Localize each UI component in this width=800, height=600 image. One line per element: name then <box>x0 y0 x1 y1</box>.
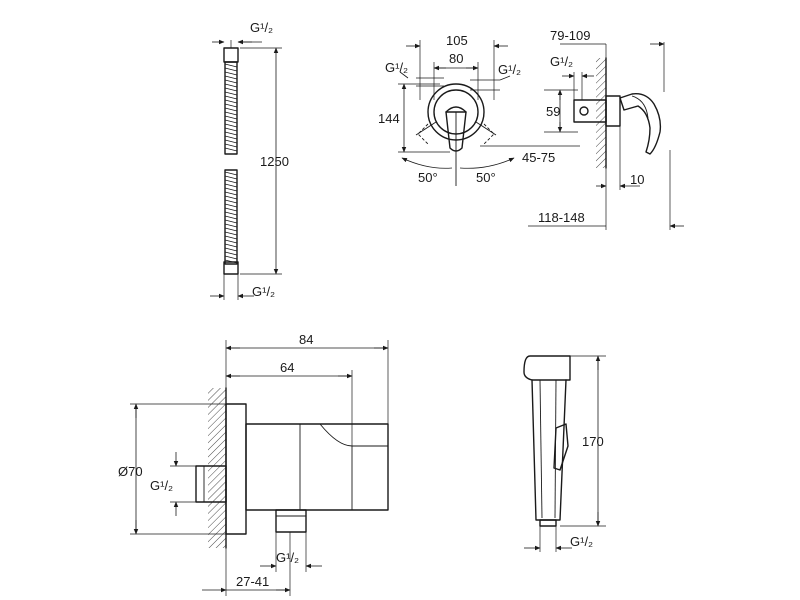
hose-coil-stroke <box>224 119 238 124</box>
hose-coil-stroke <box>224 95 238 100</box>
hose-coil-stroke <box>224 139 238 144</box>
side-depth-range-label: 79-109 <box>550 28 590 43</box>
hose-coil-stroke <box>224 171 238 176</box>
hose-coil-stroke <box>224 71 238 76</box>
hose-coil-stroke <box>224 203 238 208</box>
hose-coil-stroke <box>224 87 238 92</box>
hose-coil-stroke <box>224 135 238 140</box>
hose-coil-stroke <box>224 75 238 80</box>
hose-coil-stroke <box>224 183 238 188</box>
hose-coil-stroke <box>224 115 238 120</box>
hose-coil-pattern <box>224 63 238 264</box>
elbow-width-inner-label: 64 <box>280 360 294 375</box>
hose-coil-stroke <box>224 179 238 184</box>
hose-coil-stroke <box>224 211 238 216</box>
hose-coil-stroke <box>224 79 238 84</box>
mixer-width-inner-label: 80 <box>449 51 463 66</box>
hose-coil-stroke <box>224 123 238 128</box>
side-wall-hatch <box>596 58 606 168</box>
hose-coil-stroke <box>224 219 238 224</box>
hose-coil-stroke <box>224 255 238 260</box>
wall-elbow-drawing: 84 64 Ø70 G¹/₂ G¹/₂ 27-41 <box>118 332 389 596</box>
hose-drawing: G¹/₂ 1250 G¹/₂ <box>210 20 289 300</box>
hose-coil-stroke <box>224 175 238 180</box>
hose-length-label: 1250 <box>260 154 289 169</box>
hose-thread-bottom-label: G¹/₂ <box>252 284 275 299</box>
mixer-thread-left-label: G¹/₂ <box>385 60 408 75</box>
hose-coil-stroke <box>224 231 238 236</box>
hose-coil-stroke <box>224 227 238 232</box>
hose-coil-stroke <box>224 111 238 116</box>
hose-coil-stroke <box>224 223 238 228</box>
side-total-range-label: 118-148 <box>538 210 585 225</box>
side-height-label: 59 <box>546 104 560 119</box>
hose-coil-stroke <box>224 107 238 112</box>
hose-coil-stroke <box>224 187 238 192</box>
hose-coil-stroke <box>224 63 238 68</box>
elbow-wall-depth-label: 27-41 <box>236 574 269 589</box>
mixer-height-label: 144 <box>378 111 400 126</box>
elbow-wall-hatch <box>208 388 226 548</box>
hose-coil-stroke <box>224 191 238 196</box>
hose-coil-stroke <box>224 235 238 240</box>
side-thread-label: G¹/₂ <box>550 54 573 69</box>
handshower-thread-label: G¹/₂ <box>570 534 593 549</box>
hose-coil-stroke <box>224 131 238 136</box>
mixer-side-drawing: 79-109 G¹/₂ 59 10 118-148 <box>528 28 684 230</box>
mixer-angle-left-label: 50° <box>418 170 438 185</box>
mixer-depth-range-label: 45-75 <box>522 150 555 165</box>
hose-coil-stroke <box>224 215 238 220</box>
hose-coil-stroke <box>224 83 238 88</box>
elbow-width-outer-label: 84 <box>299 332 313 347</box>
hose-coil-stroke <box>224 247 238 252</box>
mixer-angle-right-label: 50° <box>476 170 496 185</box>
hose-coil-stroke <box>224 251 238 256</box>
mixer-front-drawing: 105 80 G¹/₂ G¹/₂ 144 50° 50° 45-75 <box>378 33 580 186</box>
mixer-thread-right-label: G¹/₂ <box>498 62 521 77</box>
hose-thread-top-label: G¹/₂ <box>250 20 273 35</box>
elbow-diameter-label: Ø70 <box>118 464 143 479</box>
elbow-thread-wall-label: G¹/₂ <box>150 478 173 493</box>
hose-body <box>223 47 239 275</box>
elbow-thread-outlet-label: G¹/₂ <box>276 550 299 565</box>
hose-coil-stroke <box>224 127 238 132</box>
side-offset-label: 10 <box>630 172 644 187</box>
hose-coil-stroke <box>224 67 238 72</box>
hose-coil-stroke <box>224 207 238 212</box>
hose-coil-stroke <box>224 243 238 248</box>
hose-coil-stroke <box>224 91 238 96</box>
hand-shower-drawing: 170 G¹/₂ <box>523 355 606 552</box>
hose-coil-stroke <box>224 143 238 148</box>
hose-coil-stroke <box>224 199 238 204</box>
hose-coil-stroke <box>224 99 238 104</box>
hose-coil-stroke <box>224 103 238 108</box>
mixer-width-outer-label: 105 <box>446 33 468 48</box>
handshower-length-label: 170 <box>582 434 604 449</box>
hose-coil-stroke <box>224 195 238 200</box>
hose-coil-stroke <box>224 147 238 152</box>
hose-coil-stroke <box>224 239 238 244</box>
